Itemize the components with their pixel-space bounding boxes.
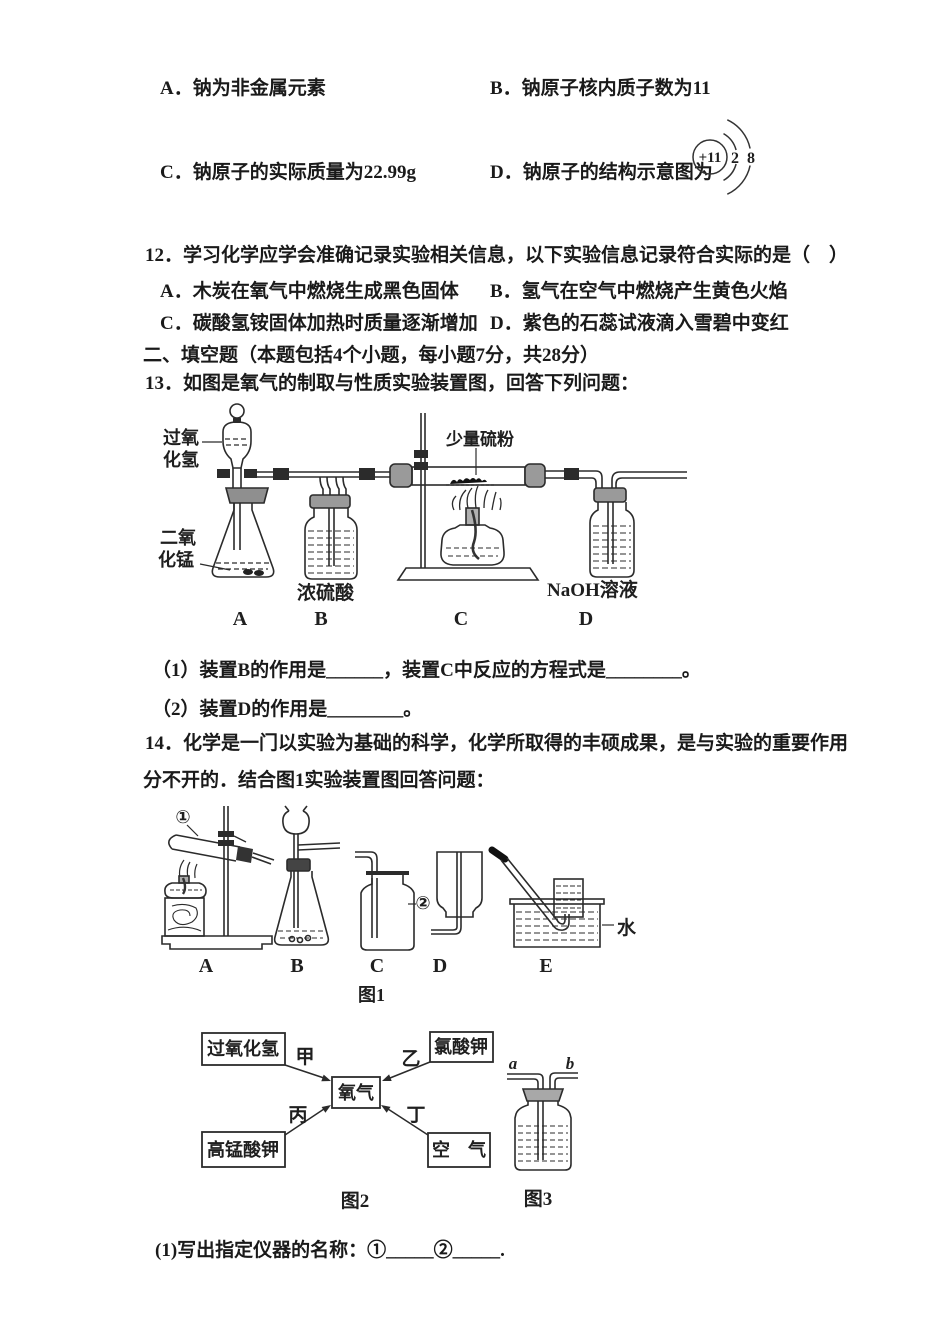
fig2-oxygen-flowchart: 过氧化氢 氯酸钾 氧气 高锰酸钾 空 气 甲 乙 丙 丁 图2 <box>201 1031 494 1212</box>
fig1-device-b-drawing <box>273 805 341 946</box>
device-letter-a: A <box>233 608 248 630</box>
fig2-label-kmno4: 高锰酸钾 <box>207 1139 279 1160</box>
q11-option-c: C．钠原子的实际质量为22.99g <box>160 162 416 183</box>
fig1-device-c-drawing <box>355 851 416 951</box>
label-peroxide-line1: 过氧 <box>163 427 199 448</box>
fig2-box-air <box>427 1132 491 1168</box>
label-mno2-line2: 化锰 <box>158 549 194 570</box>
q12-option-b: B．氢气在空气中燃烧产生黄色火焰 <box>490 281 788 302</box>
fig1-letter-d: D <box>433 955 447 977</box>
q14-stem-line2: 分不开的．结合图1实验装置图回答问题： <box>143 770 495 791</box>
label-peroxide-line2: 化氢 <box>163 449 199 470</box>
q13-sub2: （2）装置D的作用是________。 <box>152 699 423 720</box>
q13-stem: 13．如图是氧气的制取与性质实验装置图，回答下列问题： <box>145 373 640 394</box>
fig1-callout-2: ② <box>415 893 430 914</box>
q12-option-d: D．紫色的石蕊试液滴入雪碧中变红 <box>490 313 789 334</box>
device-b-bottle-drawing <box>304 494 358 580</box>
q13-oxygen-apparatus-diagram: 过氧 化氢 二氧 化锰 浓硫酸 少量硫粉 NaOH溶液 A B C D <box>158 403 687 630</box>
fig2-arrowheads <box>321 1074 392 1113</box>
device-letter-d: D <box>579 608 593 630</box>
q12-stem: 12．学习化学应学会准确记录实验相关信息，以下实验信息记录符合实际的是（ ） <box>145 245 849 266</box>
shell1-electron-count: 2 <box>731 150 739 167</box>
fig2-box-peroxide <box>201 1032 286 1066</box>
atom-shell-arcs <box>692 119 751 195</box>
device-a-flask-drawing <box>199 403 275 578</box>
q14-sub1: (1)写出指定仪器的名称：①_____②_____. <box>155 1240 505 1261</box>
fig2-box-kmno4 <box>201 1131 286 1168</box>
q13-sub1: （1）装置B的作用是______，装置C中反应的方程式是________。 <box>152 660 701 681</box>
nucleus-charge: +11 <box>699 150 722 166</box>
sodium-atom-structure-diagram: +11 2 8 <box>692 119 755 195</box>
label-mno2-line1: 二氧 <box>160 527 196 548</box>
fig1-device-a-drawing <box>161 806 275 950</box>
fig1-letter-c: C <box>370 955 384 977</box>
fig1-letter-a: A <box>199 955 214 977</box>
fig1-caption: 图1 <box>358 985 385 1005</box>
section2-title: 二、填空题（本题包括4个小题，每小题7分，共28分） <box>143 345 600 366</box>
fig2-arrow-label-ding: 丁 <box>406 1105 425 1126</box>
fig2-arrow-label-jia: 甲 <box>295 1047 314 1068</box>
fig2-label-oxygen: 氧气 <box>337 1082 374 1103</box>
fig3-bottle-diagram: a b 图3 <box>507 1054 578 1210</box>
fig1-letter-b: B <box>290 955 303 977</box>
fig2-label-kclo3: 氯酸钾 <box>434 1036 488 1057</box>
q11-option-b: B．钠原子核内质子数为11 <box>490 78 711 99</box>
device-d-bottle-drawing <box>564 468 687 578</box>
fig3-tube-a-label: a <box>509 1054 518 1073</box>
connecting-tubes <box>255 468 390 495</box>
q14-stem-line1: 14．化学是一门以实验为基础的科学，化学所取得的丰硕成果，是与实验的重要作用 <box>145 733 849 754</box>
shell2-electron-count: 8 <box>747 150 755 167</box>
fig1-device-e-drawing <box>488 846 614 948</box>
fig1-water-label: 水 <box>617 917 637 939</box>
device-c-stand-drawing <box>389 413 564 581</box>
nucleus-circle <box>692 139 728 175</box>
label-sulfuric-acid: 浓硫酸 <box>297 581 355 604</box>
fig1-letter-e: E <box>539 955 552 977</box>
fig3-bottle-drawing <box>507 1072 578 1171</box>
fig2-caption: 图2 <box>341 1190 370 1212</box>
q11-option-a: A．钠为非金属元素 <box>160 78 326 99</box>
q12-option-c: C．碳酸氢铵固体加热时质量逐渐增加 <box>160 313 478 334</box>
fig3-caption: 图3 <box>524 1188 553 1210</box>
fig1-apparatus-diagram: ① ② A B C D E 水 图1 <box>161 805 637 1005</box>
fig3-tube-b-label: b <box>566 1054 575 1073</box>
q12-option-a: A．木炭在氧气中燃烧生成黑色固体 <box>160 281 459 302</box>
fig2-arrow-label-yi: 乙 <box>401 1049 420 1070</box>
fig2-arrow-label-bing: 丙 <box>288 1105 307 1126</box>
fig2-box-oxygen <box>331 1076 381 1109</box>
label-sulfur-powder: 少量硫粉 <box>445 429 514 449</box>
fig2-box-kclo3 <box>429 1031 494 1063</box>
device-letter-b: B <box>314 608 327 630</box>
device-letter-c: C <box>454 608 468 630</box>
fig1-callout-1: ① <box>175 807 190 828</box>
label-naoh-solution: NaOH溶液 <box>547 578 639 601</box>
fig2-label-air: 空 气 <box>432 1139 486 1160</box>
q11-option-d: D．钠原子的结构示意图为 <box>490 162 713 183</box>
fig1-device-d-drawing <box>431 851 483 935</box>
fig2-label-peroxide: 过氧化氢 <box>207 1038 279 1059</box>
